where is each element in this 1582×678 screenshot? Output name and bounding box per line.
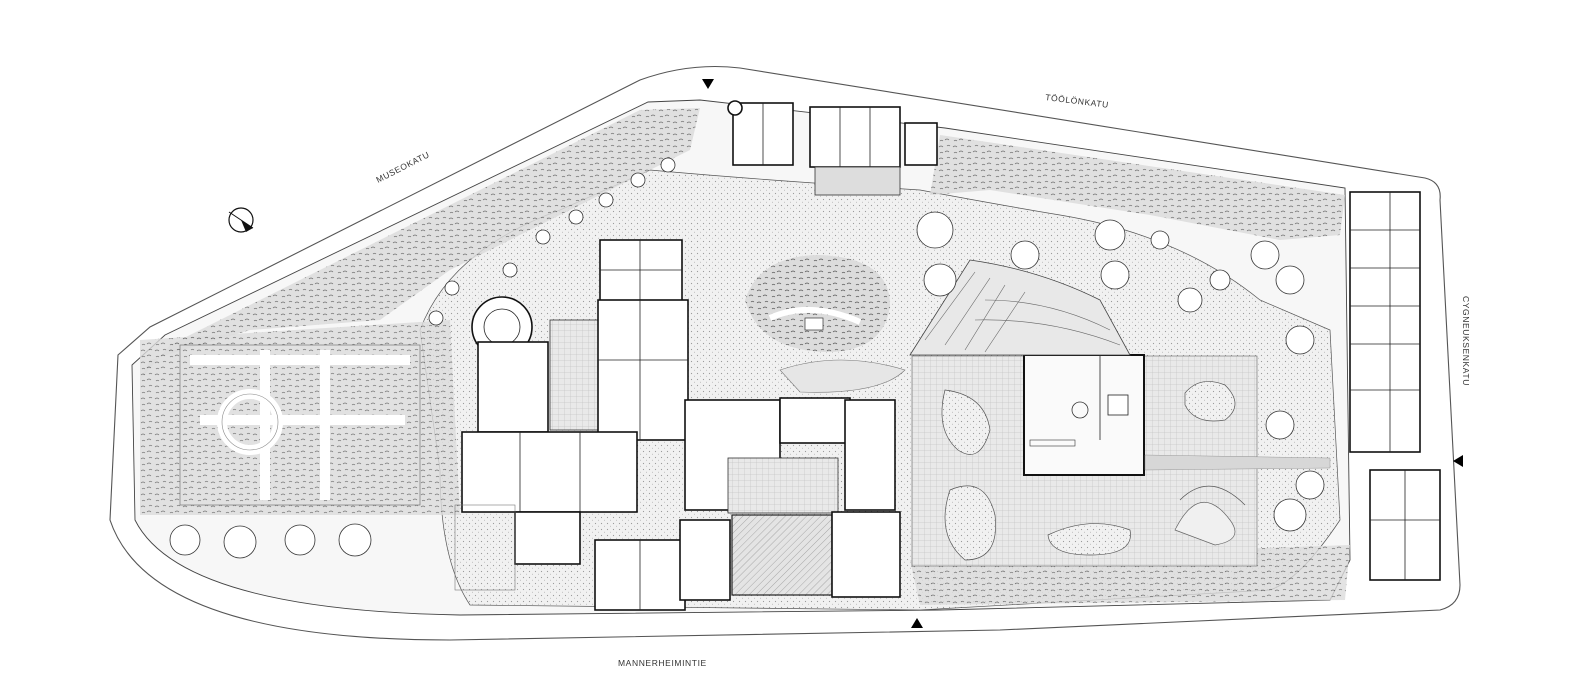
- east-building: [1349, 191, 1441, 581]
- entrance-north: [702, 79, 714, 89]
- oval-garden: [745, 255, 906, 393]
- entrance-east: [1453, 455, 1463, 467]
- gate-buildings: [727, 100, 938, 196]
- amphitheatre-terraces: [909, 259, 1131, 356]
- tree-group-southwest: [169, 523, 372, 559]
- museum-building: [454, 239, 901, 611]
- entrance-south: [911, 618, 923, 628]
- site-boundary: [109, 65, 1461, 641]
- north-arrow-symbol: [228, 207, 254, 233]
- street-label-cygneuksenkatu: CYGNEUKSENKATU: [1461, 296, 1471, 386]
- street-label-museokatu: MUSEOKATU: [374, 149, 431, 185]
- east-plaza: [911, 354, 1331, 567]
- hedge-north: [930, 135, 1345, 240]
- formal-garden: [179, 344, 421, 506]
- street-label-toolonkatu: TÖÖLÖNKATU: [1045, 92, 1110, 110]
- garden-trees: [916, 211, 1325, 532]
- hedge-northwest: [140, 108, 700, 380]
- street-label-mannerheimintie: MANNERHEIMINTIE: [618, 658, 707, 668]
- tree-row-museokatu: [428, 157, 676, 326]
